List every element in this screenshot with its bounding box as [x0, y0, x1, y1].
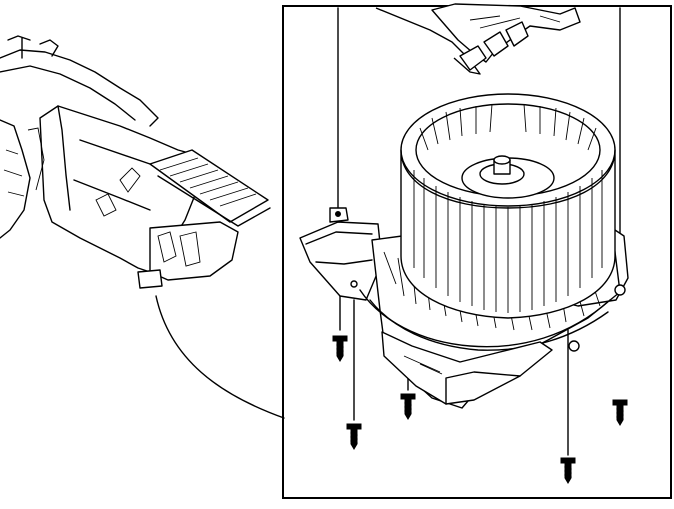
screw-icon — [332, 335, 348, 362]
screw-icon — [560, 457, 576, 484]
mounting-bracket — [299, 207, 383, 301]
dashboard-hvac-housing — [0, 35, 271, 289]
mounting-screws — [332, 335, 628, 484]
blower-fan-wheel — [400, 93, 616, 319]
leader-line — [155, 295, 285, 419]
wiring-connector — [375, 3, 581, 75]
screw-icon — [400, 393, 416, 420]
screw-icon — [346, 423, 362, 450]
screw-icon — [612, 399, 628, 426]
